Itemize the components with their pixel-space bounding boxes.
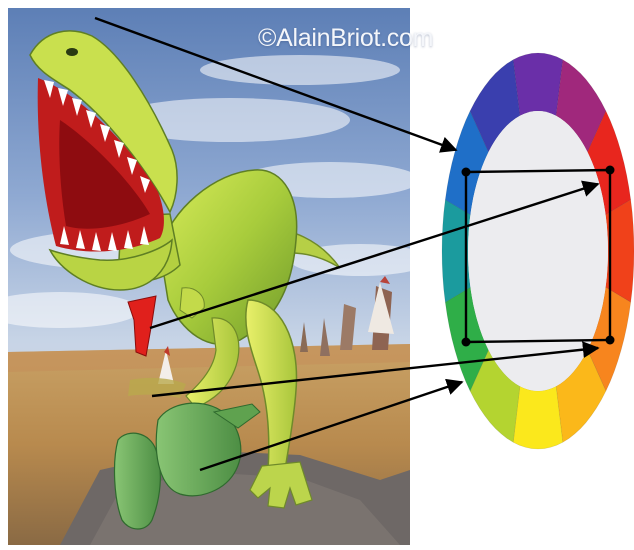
wheel-segment-yellow [513, 386, 563, 449]
wheel-segment-violet [513, 53, 563, 116]
scheme-corner-blue [462, 168, 471, 177]
scheme-corner-green [462, 338, 471, 347]
scheme-corner-red [606, 166, 615, 175]
photo-credit: ©AlainBriot.com [258, 24, 433, 53]
scheme-corner-orange [606, 336, 615, 345]
color-wheel [442, 53, 634, 449]
